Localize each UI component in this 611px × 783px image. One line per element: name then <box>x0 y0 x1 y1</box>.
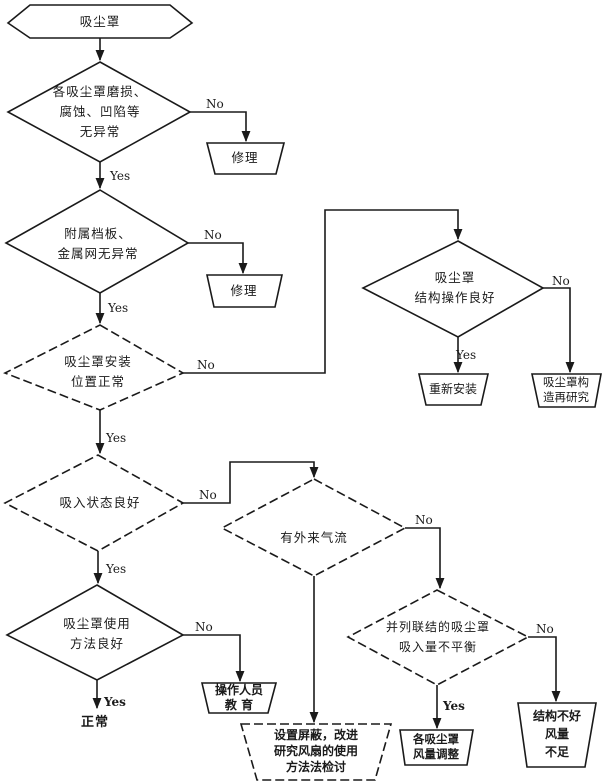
start-terminal <box>6 4 194 39</box>
decision-d3-label: 吸尘罩安装 位置正常 <box>64 352 132 392</box>
decision-d1-line-1: 各吸尘罩磨损、 <box>52 84 148 99</box>
edge-d6-d8 <box>405 527 445 590</box>
decision-d2-line-1: 附属档板、 <box>64 226 132 241</box>
edge-d2-a2 <box>188 242 248 275</box>
decision-d5-line-1: 吸入状态良好 <box>59 495 141 510</box>
branch-label-d7-yes: Yes <box>104 695 126 709</box>
decision-d6-label: 有外来气流 <box>280 528 348 548</box>
branch-label-d3-yes: Yes <box>106 431 127 445</box>
decision-d7-line-1: 吸尘罩使用 <box>63 616 131 631</box>
action-a8-label: 结构不好 风量 不足 <box>533 707 581 761</box>
action-a5-line-1: 操作人员 <box>214 683 264 697</box>
decision-d3-line-2: 位置正常 <box>70 374 126 389</box>
edge-d7-a5 <box>183 634 245 683</box>
edge-d1-a1 <box>190 111 251 143</box>
decision-d6 <box>220 478 407 577</box>
action-a7 <box>399 729 474 766</box>
decision-d5-label: 吸入状态良好 <box>59 493 140 513</box>
edge-d5-d6 <box>183 461 319 504</box>
branch-label-d1-yes: Yes <box>110 169 131 183</box>
decision-d4-label: 吸尘罩 结构操作良好 <box>414 268 495 308</box>
decision-d3-line-1: 吸尘罩安装 <box>64 354 132 369</box>
branch-label-d3-no: No <box>197 358 215 372</box>
decision-d1-label: 各吸尘罩磨损、 腐蚀、凹陷等 无异常 <box>53 82 148 142</box>
branch-label-d6-no: No <box>415 513 433 527</box>
branch-label-d8-no: No <box>536 622 554 636</box>
action-a6-line-1: 设置屏蔽，改进 <box>273 728 359 742</box>
branch-label-d5-no: No <box>199 488 217 502</box>
decision-d6-line-1: 有外来气流 <box>280 530 348 545</box>
action-a1 <box>205 142 286 175</box>
decision-d2-line-2: 金属网无异常 <box>57 246 139 261</box>
action-a2 <box>206 274 283 308</box>
branch-label-d4-no: No <box>552 274 570 288</box>
end-label-line: 正常 <box>80 715 110 730</box>
action-a5-label: 操作人员 教 育 <box>215 683 263 713</box>
branch-label-d5-yes: Yes <box>106 562 127 576</box>
decision-d4-line-1: 吸尘罩 <box>434 270 476 285</box>
branch-label-d7-no: No <box>195 620 213 634</box>
action-a5-line-2: 教 育 <box>224 698 254 712</box>
decision-d8-line-1: 并列联结的吸尘罩 <box>385 620 491 634</box>
decision-d1-line-2: 腐蚀、凹陷等 <box>59 104 141 119</box>
action-a1-line-1: 修理 <box>231 150 259 165</box>
action-a3-label: 重新安装 <box>429 379 477 399</box>
action-a6 <box>239 723 393 781</box>
edge-d8-a8 <box>528 636 561 703</box>
decision-d1-line-3: 无异常 <box>79 124 121 139</box>
decision-d8-line-2: 吸入量不平衡 <box>398 640 478 654</box>
branch-label-d8-yes: Yes <box>443 699 465 713</box>
action-a2-line-1: 修理 <box>230 283 258 298</box>
action-a7-line-2: 风量调整 <box>413 747 459 761</box>
branch-label-d2-no: No <box>204 228 222 242</box>
action-a4-line-1: 吸尘罩构 <box>543 375 589 389</box>
action-a8-line-3: 不足 <box>544 745 570 759</box>
edge-d4-a4 <box>543 287 575 374</box>
start-label: 吸尘罩 <box>80 12 121 32</box>
action-a5 <box>200 682 278 714</box>
action-a7-label: 各吸尘罩 风量调整 <box>413 732 459 762</box>
decision-d8-label: 并列联结的吸尘罩 吸入量不平衡 <box>386 617 490 657</box>
action-a2-label: 修理 <box>230 281 257 301</box>
action-a6-line-2: 研究风扇的使用 <box>273 744 359 758</box>
decision-d7-line-2: 方法良好 <box>69 636 125 651</box>
action-a3-line-1: 重新安装 <box>428 382 478 396</box>
end-label: 正常 <box>81 713 109 733</box>
decision-d7-label: 吸尘罩使用 方法良好 <box>63 614 131 654</box>
edge-d3-d4 <box>183 209 463 374</box>
action-a4-line-2: 造再研究 <box>543 390 589 404</box>
decision-d2-label: 附属档板、 金属网无异常 <box>57 224 138 264</box>
decision-d8 <box>346 589 530 686</box>
action-a6-label: 设置屏蔽，改进 研究风扇的使用 方法法检讨 <box>274 727 358 775</box>
action-a1-label: 修理 <box>231 148 258 168</box>
action-a4 <box>531 373 602 408</box>
action-a8-line-1: 结构不好 <box>532 709 582 723</box>
start-label-line: 吸尘罩 <box>79 14 121 29</box>
action-a7-line-1: 各吸尘罩 <box>413 732 459 746</box>
action-a3 <box>417 373 490 406</box>
branch-label-d2-yes: Yes <box>108 301 129 315</box>
action-a4-label: 吸尘罩构 造再研究 <box>543 375 589 405</box>
decision-d4-line-2: 结构操作良好 <box>414 290 496 305</box>
branch-label-d1-no: No <box>206 97 224 111</box>
branch-label-d4-yes: Yes <box>456 348 477 362</box>
action-a8 <box>517 702 597 768</box>
action-a6-line-3: 方法法检讨 <box>285 760 347 774</box>
action-a8-line-2: 风量 <box>544 727 570 741</box>
